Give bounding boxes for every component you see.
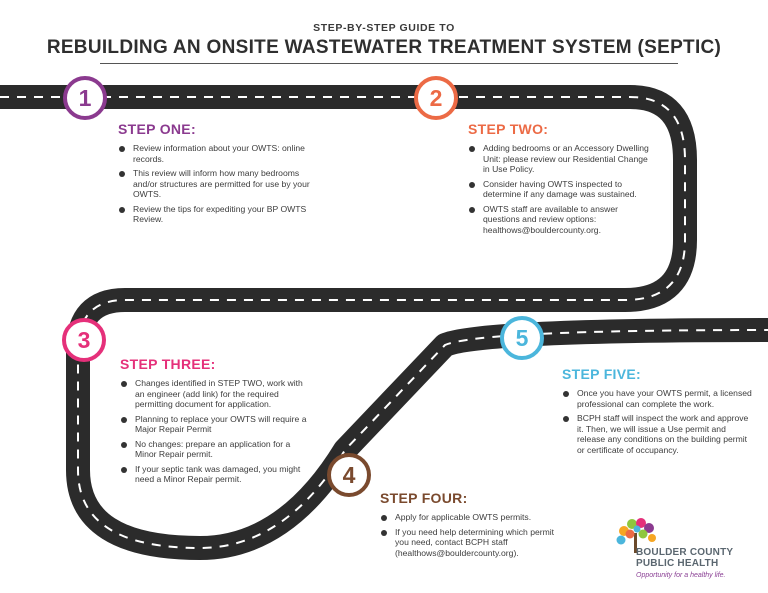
step-three: STEP THREE: Changes identified in STEP T… [120,356,310,489]
step-four-title: STEP FOUR: [380,490,468,506]
step-one-badge: 1 [63,76,107,120]
step-one: STEP ONE: Review information about your … [118,121,318,229]
step-three-title: STEP THREE: [120,356,216,372]
logo-tagline: Opportunity for a healthy life. [636,572,726,579]
step-two-badge: 2 [414,76,458,120]
step-one-title: STEP ONE: [118,121,196,137]
step-four-list: Apply for applicable OWTS permits. If yo… [380,512,565,558]
list-item: Review information about your OWTS: onli… [118,143,318,164]
step-four-number: 4 [342,461,356,488]
list-item: Changes identified in STEP TWO, work wit… [120,378,310,410]
step-two-list: Adding bedrooms or an Accessory Dwelling… [468,143,653,235]
list-item: BCPH staff will inspect the work and app… [562,413,752,455]
list-item: If your septic tank was damaged, you mig… [120,464,310,485]
step-five-title: STEP FIVE: [562,366,641,382]
step-three-list: Changes identified in STEP TWO, work wit… [120,378,310,485]
list-item: Once you have your OWTS permit, a licens… [562,388,752,409]
list-item: Review the tips for expediting your BP O… [118,204,318,225]
step-one-number: 1 [78,84,92,111]
guide-subtitle: STEP-BY-STEP GUIDE TO [313,22,455,34]
list-item: This review will inform how many bedroom… [118,168,318,200]
list-item: Apply for applicable OWTS permits. [380,512,565,523]
list-item: No changes: prepare an application for a… [120,439,310,460]
list-item: If you need help determining which permi… [380,527,565,559]
step-five-number: 5 [515,324,529,351]
step-two-title: STEP TWO: [468,121,549,137]
list-item: Adding bedrooms or an Accessory Dwelling… [468,143,653,175]
list-item: Consider having OWTS inspected to determ… [468,179,653,200]
guide-title: REBUILDING AN ONSITE WASTEWATER TREATMEN… [46,37,722,58]
boulder-county-logo-icon [616,518,656,553]
title-divider [100,63,678,64]
step-four-badge: 4 [327,453,371,497]
step-four: STEP FOUR: Apply for applicable OWTS per… [380,490,565,562]
list-item: OWTS staff are available to answer quest… [468,204,653,236]
step-three-number: 3 [77,326,91,353]
step-one-list: Review information about your OWTS: onli… [118,143,318,225]
logo-line-one: BOULDER COUNTY [636,547,734,558]
list-item: Planning to replace your OWTS will requi… [120,414,310,435]
step-two-number: 2 [429,84,443,111]
step-five-list: Once you have your OWTS permit, a licens… [562,388,752,455]
step-five: STEP FIVE: Once you have your OWTS permi… [562,366,752,459]
step-three-badge: 3 [62,318,106,362]
step-two: STEP TWO: Adding bedrooms or an Accessor… [468,121,653,239]
logo-line-two: PUBLIC HEALTH [636,558,719,569]
step-five-badge: 5 [500,316,544,360]
